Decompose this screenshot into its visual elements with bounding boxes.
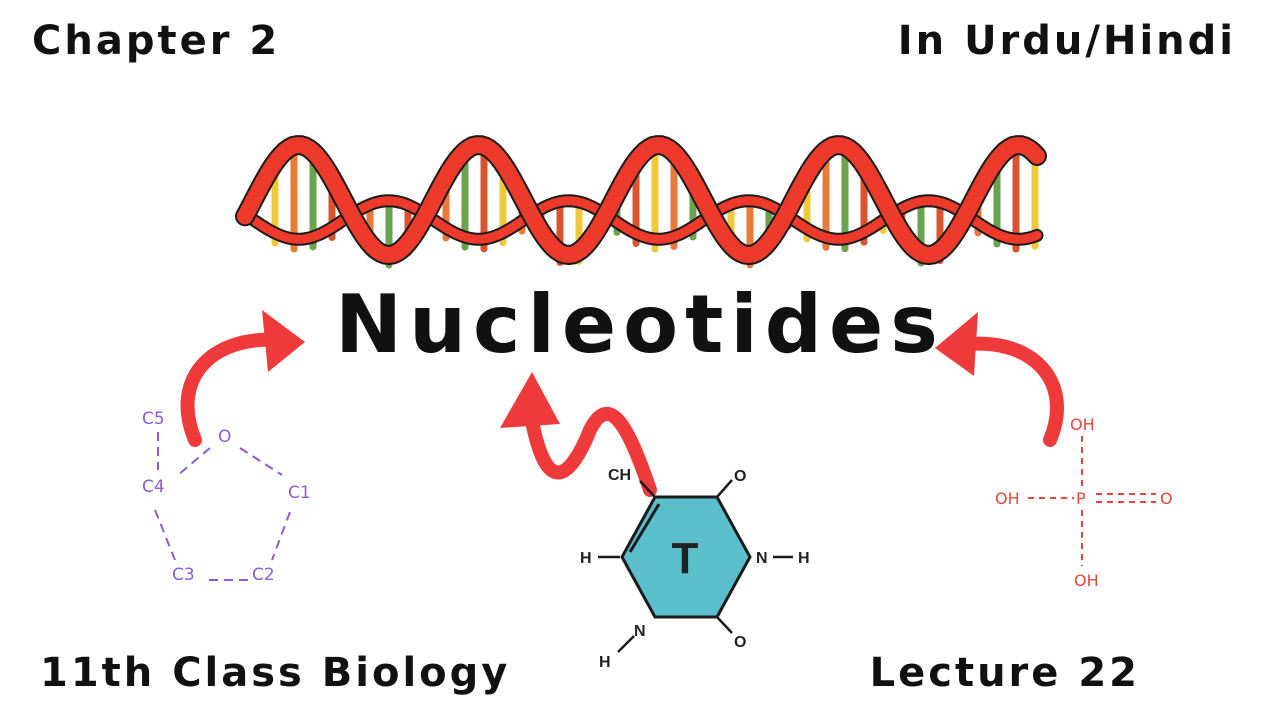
- base-label-h-bottom: H: [599, 654, 611, 671]
- arrowhead-sugar: [262, 310, 305, 372]
- base-label-ch: CH: [608, 467, 631, 484]
- base-label-n-bottom: N: [634, 623, 646, 640]
- sugar-label-c4: C4: [142, 477, 165, 497]
- base-label-h-left: H: [580, 550, 592, 567]
- phosphate-label-p: P: [1076, 489, 1086, 508]
- sugar-label-c2: C2: [252, 565, 275, 585]
- base-label-h-right: H: [798, 550, 810, 567]
- phosphate-label-oh-left: OH: [995, 489, 1020, 508]
- phosphate-group-diagram: [1028, 436, 1156, 566]
- dna-strand-front: [237, 137, 1045, 264]
- dna-strand-back: [240, 196, 1042, 244]
- arrow-phosphate: [953, 336, 1064, 447]
- arrowhead-phosphate: [935, 312, 978, 376]
- phosphate-label-oh-top: OH: [1070, 415, 1095, 434]
- base-label-n-right: N: [756, 550, 768, 567]
- phosphate-label-oh-bottom: OH: [1074, 571, 1099, 590]
- arrow-sugar: [180, 332, 287, 447]
- base-label-o-top: O: [734, 468, 746, 485]
- arrowhead-base: [500, 372, 560, 428]
- page-title: Nucleotides: [335, 278, 945, 371]
- sugar-label-o: O: [218, 427, 231, 447]
- language-label: In Urdu/Hindi: [897, 18, 1236, 64]
- phosphate-label-o: O: [1160, 489, 1173, 508]
- course-label: 11th Class Biology: [40, 650, 511, 696]
- sugar-label-c5: C5: [142, 409, 165, 429]
- dna-helix-image: [235, 135, 1047, 269]
- sugar-label-c1: C1: [288, 483, 311, 503]
- pentose-sugar-diagram: [154, 432, 291, 581]
- sugar-label-c3: C3: [172, 565, 195, 585]
- base-label-o-bottom: O: [734, 634, 746, 651]
- thymine-letter: T: [672, 534, 699, 583]
- lecture-label: Lecture 22: [869, 650, 1140, 696]
- thymine-base-diagram: T CH O N H O N H H: [580, 467, 810, 671]
- arrow-base: [523, 403, 657, 497]
- chapter-label: Chapter 2: [32, 18, 281, 64]
